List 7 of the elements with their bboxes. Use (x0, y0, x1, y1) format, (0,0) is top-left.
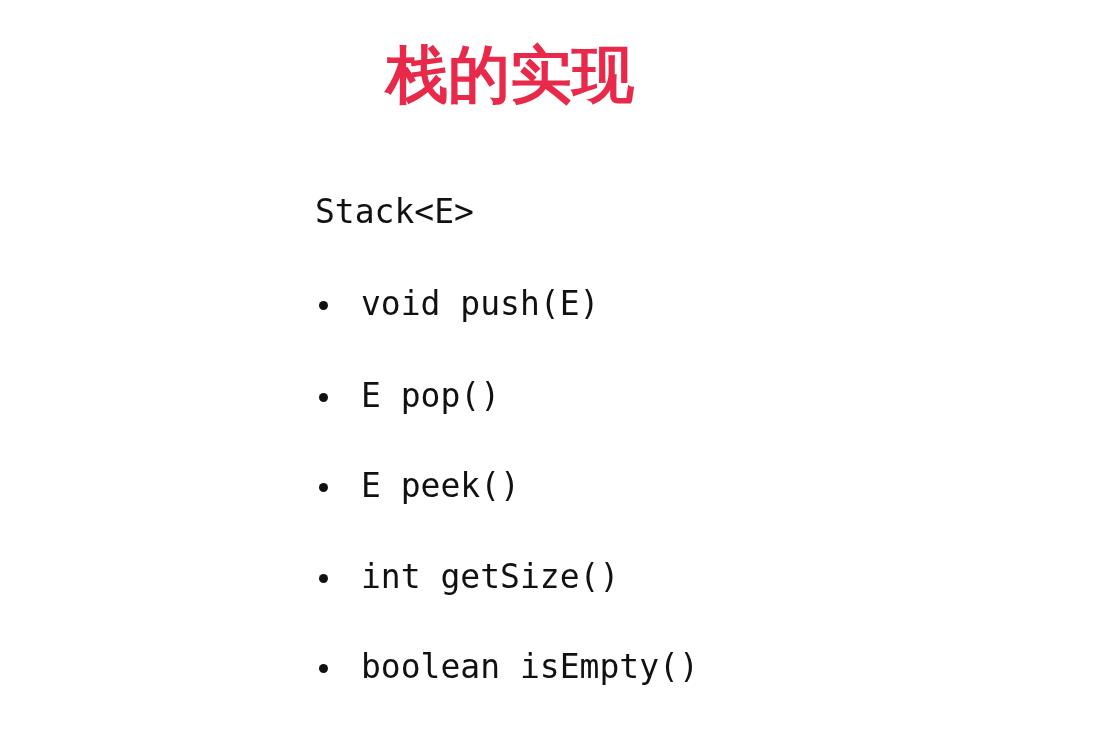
list-item: void push(E) (361, 284, 600, 324)
class-signature: Stack<E> (315, 192, 474, 232)
list-item: E peek() (361, 466, 520, 506)
list-item: boolean isEmpty() (361, 647, 699, 687)
list-item: E pop() (361, 376, 501, 416)
list-item: int getSize() (361, 557, 620, 597)
slide-title: 栈的实现 (383, 38, 635, 113)
